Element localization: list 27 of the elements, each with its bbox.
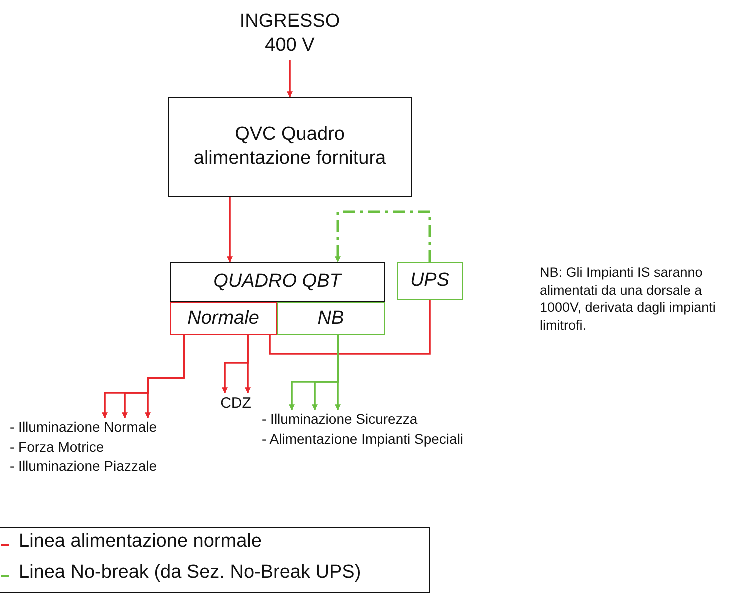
node-text: - Alimentazione Impianti Speciali xyxy=(262,430,464,449)
arrow xyxy=(145,335,185,419)
node-text: - Forza Motrice xyxy=(10,438,104,457)
node-text: - Illuminazione Normale xyxy=(10,418,158,437)
legend-text: Linea No-break (da Sez. No-Break UPS) xyxy=(19,562,362,584)
node-text: UPS xyxy=(410,269,450,293)
node-text: - Illuminazione Piazzale xyxy=(10,457,158,476)
note-text: NB: Gli Impianti IS saranno alimentati da una dorsale a 1000V, derivata dagli impianti limitrofi. xyxy=(540,264,717,334)
node-text: NB xyxy=(318,306,344,330)
node-text: CDZ xyxy=(220,394,252,414)
node-text: QVC Quadro alimentazione fornitura xyxy=(192,123,388,171)
node-text: INGRESSO 400 V xyxy=(238,10,342,58)
arrow xyxy=(287,60,293,98)
section-box xyxy=(277,302,385,335)
legend-text: Linea alimentazione normale xyxy=(19,531,262,553)
node-text: QUADRO QBT xyxy=(214,270,342,294)
connector-line xyxy=(269,300,431,355)
arrow xyxy=(335,210,432,263)
section-box xyxy=(170,302,277,335)
arrow xyxy=(245,335,251,394)
arrow xyxy=(335,335,341,411)
node-text: - Illuminazione Sicurezza xyxy=(262,410,418,429)
ups-box xyxy=(397,262,463,300)
node-text: Normale xyxy=(188,306,260,330)
arrow xyxy=(227,197,233,263)
switchboard-box xyxy=(168,97,412,197)
panel-box xyxy=(170,262,385,302)
